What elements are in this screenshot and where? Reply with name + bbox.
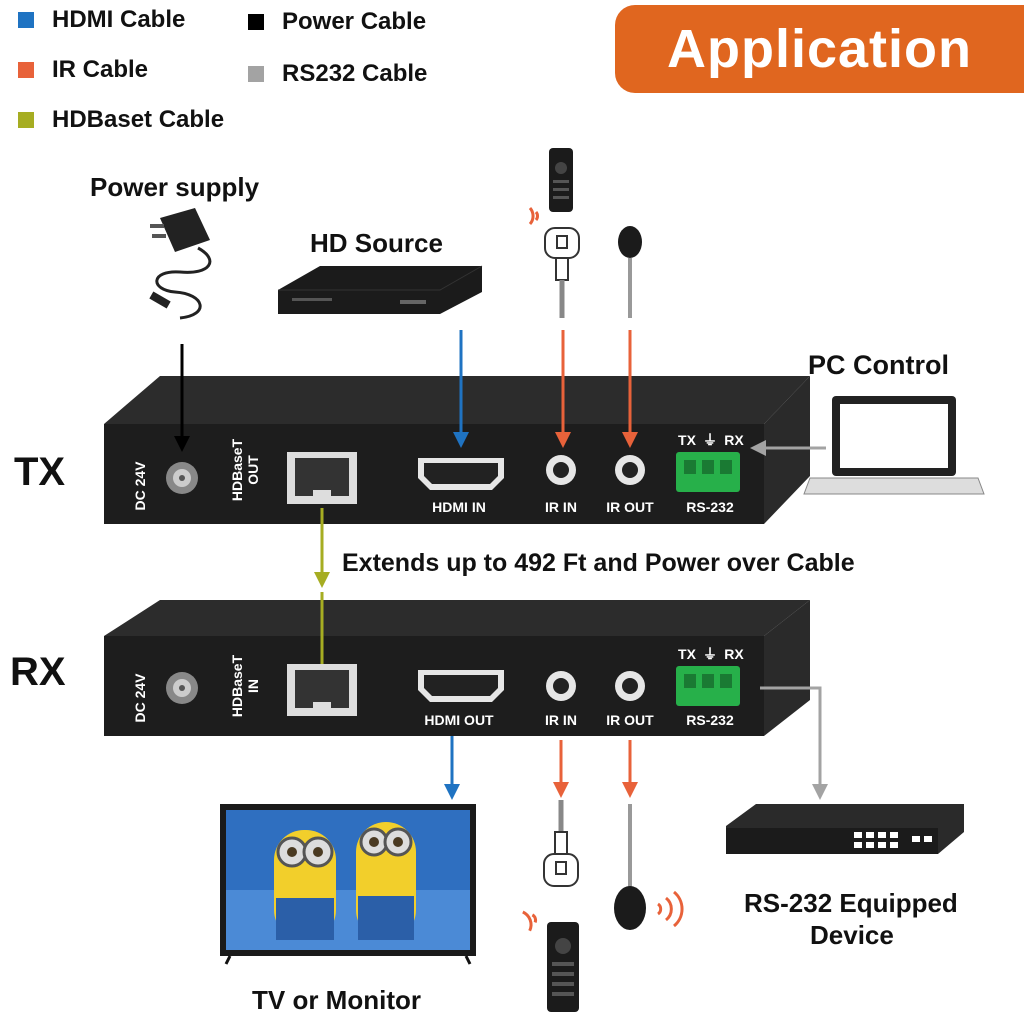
power-adapter-icon xyxy=(149,208,212,320)
rx-dc-jack xyxy=(166,672,198,704)
legend-swatch-rs232 xyxy=(248,66,264,82)
rs232-device-label-2: Device xyxy=(810,920,894,950)
hd-source-label: HD Source xyxy=(310,228,443,258)
rx-ir-in-jack xyxy=(546,671,576,701)
legend-label-hdmi: HDMI Cable xyxy=(52,6,186,33)
rx-rs232-tx-label: TX xyxy=(678,646,697,662)
pc-control-label: PC Control xyxy=(808,350,949,380)
ir-emitter-bottom-icon xyxy=(614,804,684,930)
rx-rj45-port xyxy=(287,664,357,716)
application-banner: Application xyxy=(615,5,1024,93)
banner-title: Application xyxy=(667,19,972,79)
rx-hdbaset-label-1: HDBaseT xyxy=(229,654,245,717)
rs232-device-icon xyxy=(726,804,964,854)
rx-hdmi-label: HDMI OUT xyxy=(424,712,494,728)
rx-rs232-terminal xyxy=(676,666,740,706)
tx-rs232-label: RS-232 xyxy=(686,499,734,515)
legend-power: Power Cable xyxy=(248,8,426,36)
legend-swatch-hdbaset xyxy=(18,112,34,128)
rx-rs232-cable-arrow xyxy=(760,686,828,800)
tx-hdmi-port xyxy=(418,458,504,490)
legend-label-hdbaset: HDBaset Cable xyxy=(52,106,225,133)
rx-rs232-label: RS-232 xyxy=(686,712,734,728)
rx-hdbaset-label-2: IN xyxy=(245,679,261,693)
tx-hdbaset-label-1: HDBaseT xyxy=(229,438,245,501)
laptop-icon xyxy=(803,396,985,495)
tx-hdbaset-label-2: OUT xyxy=(245,455,261,485)
legend-swatch-power xyxy=(248,14,264,30)
remote-top-icon xyxy=(528,148,573,225)
rx-hdmi-port xyxy=(418,670,504,702)
ir-out-cable-arrow xyxy=(622,330,638,448)
rx-extender-box xyxy=(104,600,810,736)
tx-ir-in-jack xyxy=(546,455,576,485)
tv-monitor-icon xyxy=(220,804,476,965)
tx-hdmi-label: HDMI IN xyxy=(432,499,486,515)
legend-label-ir: IR Cable xyxy=(52,56,149,83)
ir-receiver-top-icon xyxy=(544,227,580,318)
ir-emitter-top-icon xyxy=(618,226,642,318)
tx-ir-out-label: IR OUT xyxy=(606,499,654,515)
hdmi-in-cable-arrow xyxy=(453,330,469,448)
tx-rj45-port xyxy=(287,452,357,504)
power-supply-label: Power supply xyxy=(90,172,260,202)
rx-rs232-rx-label: RX xyxy=(724,646,744,662)
hdmi-out-cable-arrow xyxy=(444,736,460,800)
tx-rs232-terminal xyxy=(676,452,740,492)
rx-ir-out-cable-arrow xyxy=(622,740,638,798)
tx-rs232-rx-label: RX xyxy=(724,432,744,448)
extends-label: Extends up to 492 Ft and Power over Cabl… xyxy=(342,549,855,577)
tx-ground-symbol: ⏚ xyxy=(703,432,717,448)
remote-bottom-icon xyxy=(522,910,579,1012)
tx-dc-jack xyxy=(166,462,198,494)
legend-ir: IR Cable xyxy=(18,56,148,84)
tv-monitor-label: TV or Monitor xyxy=(252,985,421,1015)
hdbaset-cable-arrow xyxy=(314,508,330,664)
rx-ir-out-label: IR OUT xyxy=(606,712,654,728)
legend-label-power: Power Cable xyxy=(282,8,427,35)
rx-label: RX xyxy=(10,650,66,694)
rx-ir-in-label: IR IN xyxy=(545,712,577,728)
tx-ir-in-label: IR IN xyxy=(545,499,577,515)
hd-source-icon xyxy=(278,265,483,314)
power-cable-arrow xyxy=(174,344,190,452)
rx-ir-out-jack xyxy=(615,671,645,701)
ir-receiver-bottom-icon xyxy=(543,800,579,887)
legend-label-rs232: RS232 Cable xyxy=(282,60,428,87)
legend-swatch-ir xyxy=(18,62,34,78)
ir-in-cable-arrow xyxy=(555,330,571,448)
tx-label: TX xyxy=(14,450,66,494)
tx-rs232-tx-label: TX xyxy=(678,432,697,448)
legend-hdmi: HDMI Cable xyxy=(18,6,185,34)
legend-rs232: RS232 Cable xyxy=(248,60,427,88)
rx-dc-label: DC 24V xyxy=(132,673,148,723)
legend-swatch-hdmi xyxy=(18,12,34,28)
pc-rs232-cable-arrow xyxy=(750,440,826,456)
rx-ir-in-cable-arrow xyxy=(553,740,569,798)
rs232-device-label-1: RS-232 Equipped xyxy=(744,888,958,918)
legend-hdbaset: HDBaset Cable xyxy=(18,106,224,134)
tx-dc-label: DC 24V xyxy=(132,461,148,511)
tx-ir-out-jack xyxy=(615,455,645,485)
rx-ground-symbol: ⏚ xyxy=(703,646,717,662)
